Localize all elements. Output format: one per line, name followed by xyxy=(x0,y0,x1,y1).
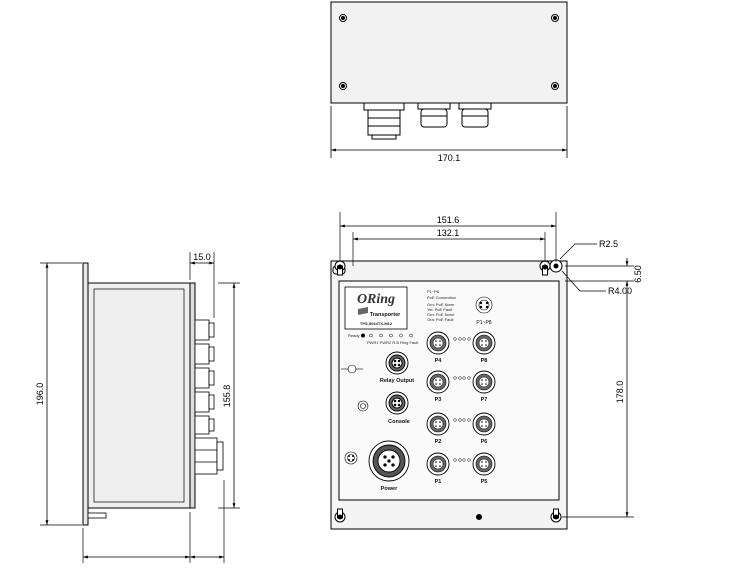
dim-width-label: 170.1 xyxy=(438,153,461,163)
lan-port-p6[interactable]: P6 xyxy=(462,412,496,445)
console-pinout-icon xyxy=(357,400,369,412)
status-leds xyxy=(369,333,413,338)
console-label: Console xyxy=(388,419,410,425)
port-label: P1 xyxy=(435,479,442,485)
side-view: 15.0 196.0 155.8 xyxy=(35,252,240,563)
poe-legend-1: Grn: PoE Norm xyxy=(427,302,455,307)
brand-logo-text: ORing xyxy=(357,292,395,307)
side-view-connectors xyxy=(194,319,224,475)
port-label: P3 xyxy=(435,397,442,403)
dim-flange-label: 15.0 xyxy=(193,252,211,262)
relay-output-label: Relay Output xyxy=(380,378,414,384)
poe-legend-3: Grn: PoE Norm xyxy=(427,312,455,317)
relay-output-connector[interactable] xyxy=(385,351,409,375)
dim-vertical-hole-spacing-label: 178.0 xyxy=(615,381,625,404)
port-label: P5 xyxy=(481,479,488,485)
dim-inner-hole-spacing-label: 132.1 xyxy=(437,228,460,238)
dim-radius-small-label: R2.5 xyxy=(599,239,618,249)
status-led-labels: PWR1 PWR2 R.B Ring Fault xyxy=(367,340,419,345)
product-line-text: Transporter xyxy=(370,312,401,318)
lan-port-p3[interactable]: P3 xyxy=(426,370,462,403)
port-label: P4 xyxy=(435,358,443,364)
front-view: ORing Transporter TPS-5044TX-M12 Ready P… xyxy=(330,212,643,530)
poe-pinout-icon xyxy=(475,296,493,314)
lan-port-p7[interactable]: P7 xyxy=(462,370,496,403)
side-view-body xyxy=(87,282,191,509)
power-label: Power xyxy=(381,486,398,492)
console-connector[interactable] xyxy=(385,391,409,415)
lan-port-p8[interactable]: P8 xyxy=(462,331,496,364)
port-label: P7 xyxy=(481,397,488,403)
dim-height-label: 196.0 xyxy=(35,383,45,406)
top-view: 170.1 xyxy=(330,1,568,163)
top-view-power-connector xyxy=(363,102,405,140)
port-label: P6 xyxy=(481,439,488,445)
lan-port-p4[interactable]: P4 xyxy=(426,331,462,364)
ready-led-icon xyxy=(361,333,365,338)
poe-legend-4: Ora: PoE Fault xyxy=(427,317,454,322)
relay-pinout-icon xyxy=(341,364,363,374)
top-view-body xyxy=(330,1,568,104)
top-view-mount-holes xyxy=(339,14,559,90)
port-label: P8 xyxy=(481,358,488,364)
power-connector[interactable] xyxy=(368,440,410,482)
lan-port-p1[interactable]: P1 xyxy=(426,452,462,485)
top-view-relay-connector xyxy=(458,102,492,128)
top-view-console-connector xyxy=(417,102,451,128)
port-range-label: P1~P8 xyxy=(476,320,491,326)
status-ready-label: Ready xyxy=(348,333,360,338)
poe-legend-2: Yel: PoE Fault xyxy=(427,307,453,312)
model-text: TPS-5044TX-M12 xyxy=(360,321,393,326)
side-view-flange xyxy=(82,262,89,526)
poe-sub: PoE Connection xyxy=(427,295,456,300)
port-label: P2 xyxy=(435,439,442,445)
lan-port-p5[interactable]: P5 xyxy=(462,452,496,485)
poe-header: P1~P8 xyxy=(427,289,440,294)
power-pinout-icon xyxy=(344,451,358,465)
leader-radius-large xyxy=(561,270,606,292)
dim-inner-height-label: 155.8 xyxy=(222,385,232,408)
dim-offset-label: 6.50 xyxy=(633,265,643,283)
lan-port-p2[interactable]: P2 xyxy=(426,412,462,445)
front-view-mount-slots xyxy=(332,259,563,523)
side-view-front-cover xyxy=(189,282,196,509)
side-view-ground-pin xyxy=(87,512,107,519)
leader-radius-small xyxy=(559,243,597,260)
dim-radius-large-label: R4.00 xyxy=(608,286,632,296)
brand-logo: ORing Transporter TPS-5044TX-M12 xyxy=(344,286,408,330)
dim-outer-hole-spacing-label: 151.6 xyxy=(437,215,460,225)
